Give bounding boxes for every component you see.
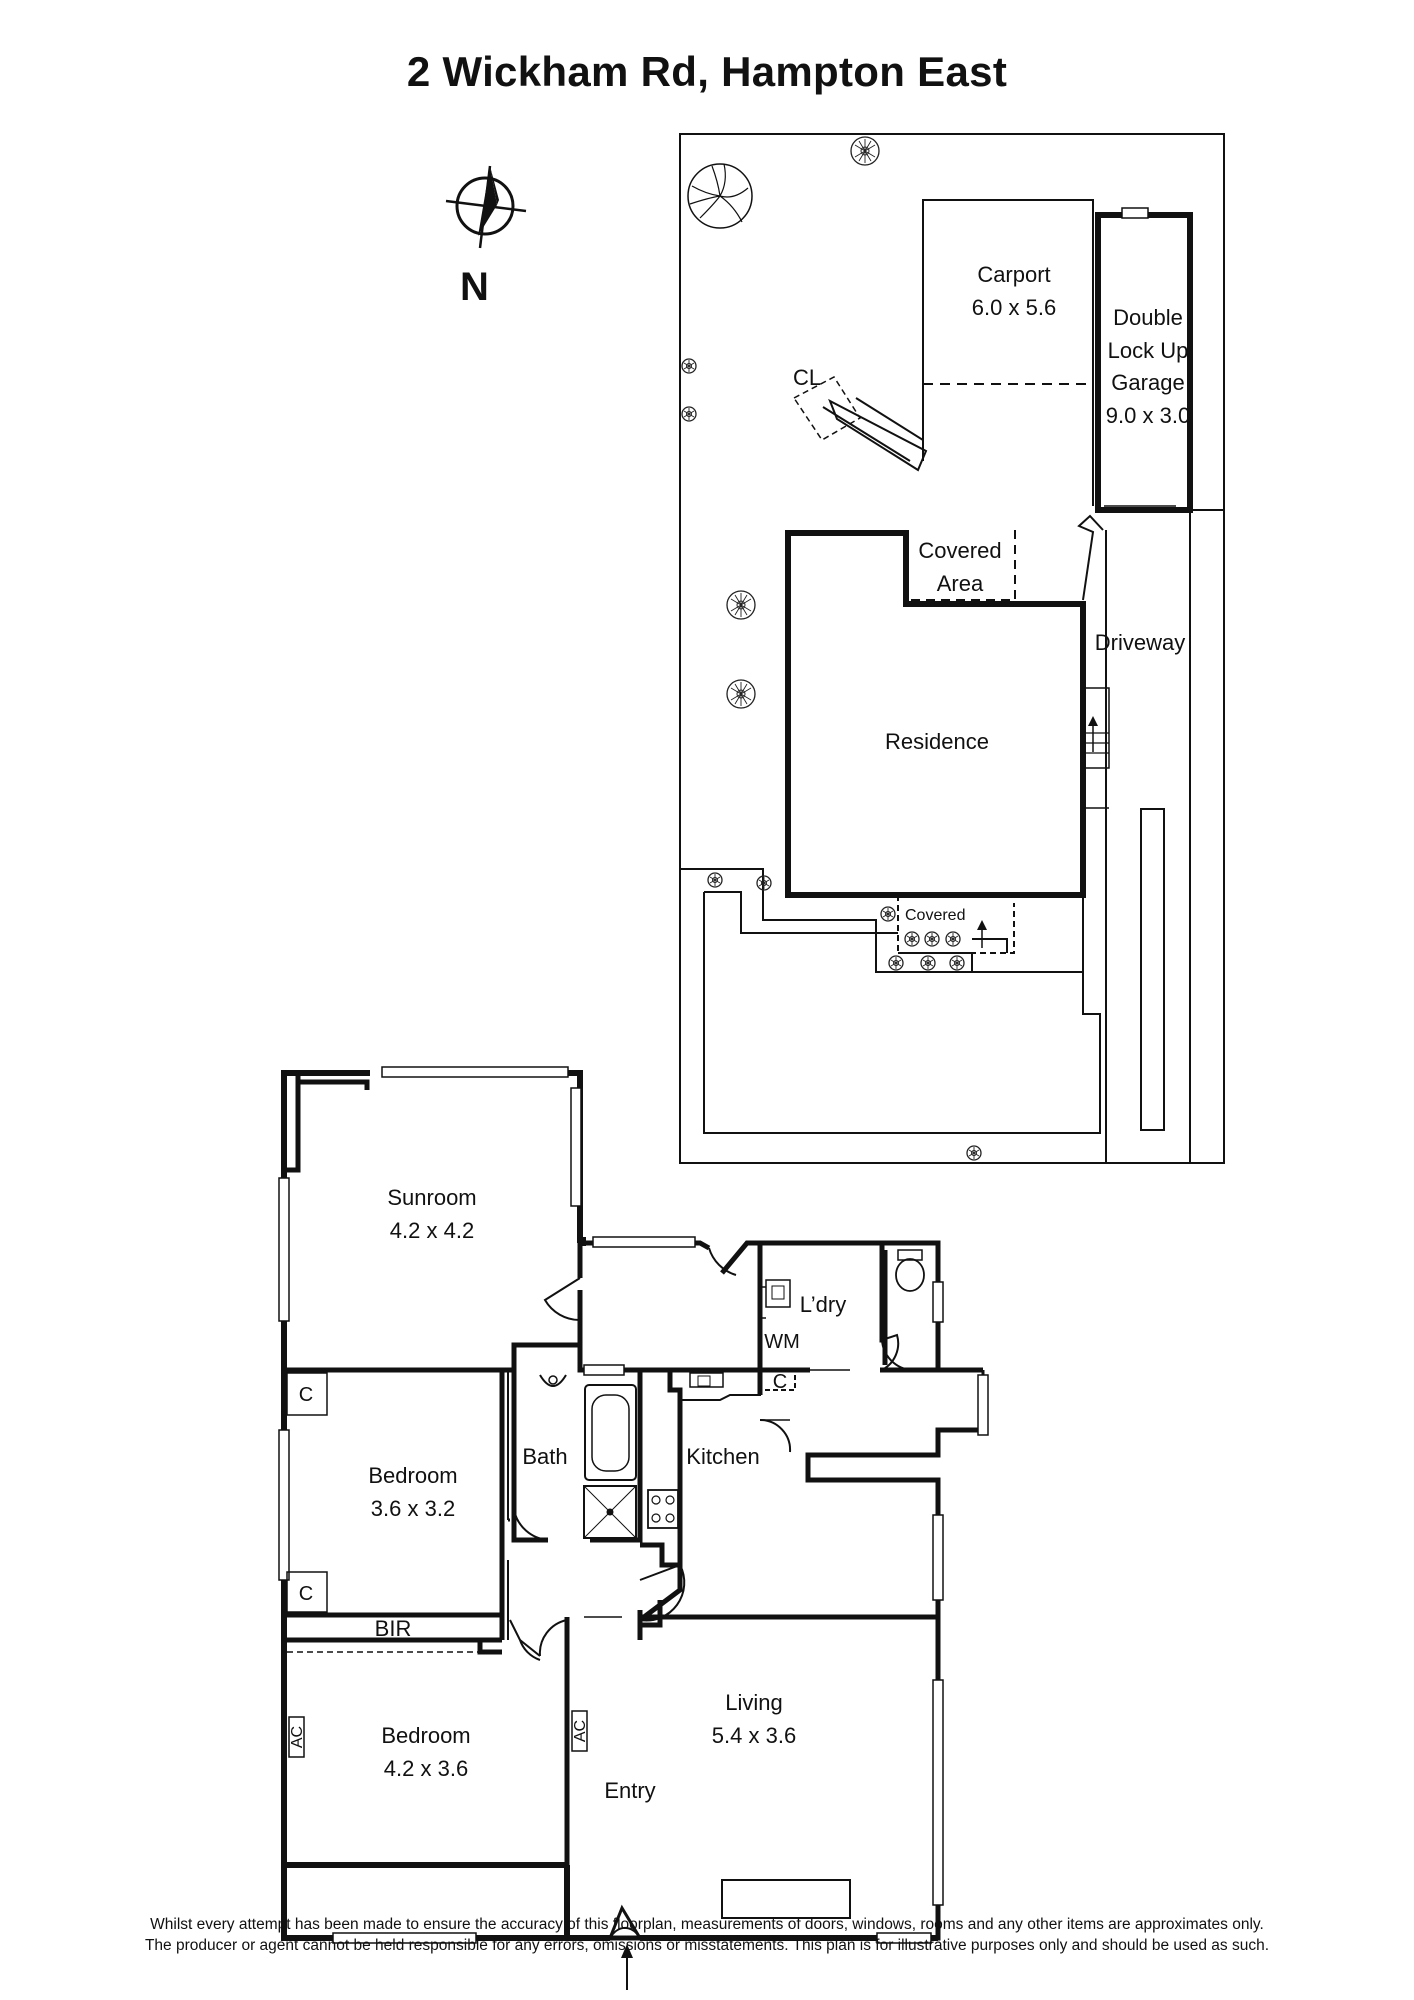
shrub-icon (880, 906, 896, 922)
plan-title: 2 Wickham Rd, Hampton East (406, 48, 1008, 95)
residence-label: Residence (885, 729, 989, 754)
carport-label: Carport (977, 262, 1050, 287)
living-size: 5.4 x 3.6 (712, 1723, 796, 1748)
bedroom2-size: 4.2 x 3.6 (384, 1756, 468, 1781)
kitchen-label: Kitchen (686, 1444, 759, 1469)
cupboard-label: C (299, 1384, 313, 1406)
ac-label: AC (289, 1726, 306, 1748)
shrub-icon (904, 931, 920, 947)
north-arrow-icon (445, 165, 527, 249)
windows (278, 1066, 989, 1944)
shrub-icon (949, 955, 965, 971)
covered-area-label-1: Covered (918, 538, 1001, 563)
site-plan (679, 133, 1225, 1164)
covered-area-label-2: Area (937, 571, 984, 596)
shrub-icon (850, 136, 880, 166)
bedroom2-label: Bedroom (381, 1723, 470, 1748)
disclaimer-line-1: Whilst every attempt has been made to en… (150, 1916, 1264, 1933)
driveway-strip (1140, 808, 1165, 1131)
entry-label: Entry (604, 1778, 655, 1803)
house-floor-plan (281, 1070, 985, 1990)
shrub-icon (756, 875, 772, 891)
disclaimer: Whilst every attempt has been made to en… (0, 1914, 1414, 1956)
shrub-icon (888, 955, 904, 971)
shrub-icon (924, 931, 940, 947)
bir-label: BIR (375, 1616, 412, 1641)
shrub-icon (681, 406, 697, 422)
ac-unit (288, 1716, 305, 1758)
sunroom-label: Sunroom (387, 1185, 476, 1210)
ac-label: AC (572, 1720, 589, 1742)
bedroom1-size: 3.6 x 3.2 (371, 1496, 455, 1521)
disclaimer-line-2: The producer or agent cannot be held res… (144, 1937, 1270, 1954)
sunroom-size: 4.2 x 4.2 (390, 1218, 474, 1243)
bedroom1-label: Bedroom (368, 1463, 457, 1488)
bath-label: Bath (522, 1444, 567, 1469)
tree-icon (687, 163, 753, 229)
clothesline-label: CL (793, 365, 821, 390)
living-label: Living (725, 1690, 782, 1715)
shrub-icon (945, 931, 961, 947)
laundry-label: L’dry (800, 1292, 846, 1317)
residence (785, 530, 1086, 898)
shrub-icon (966, 1145, 982, 1161)
washing-machine-label: WM (764, 1331, 800, 1353)
garage-size: 9.0 x 3.0 (1106, 403, 1190, 428)
shrub-icon (726, 590, 756, 620)
cupboard-label: C (773, 1371, 787, 1393)
garage-label-3: Garage (1111, 370, 1184, 395)
shrub-icon (681, 358, 697, 374)
carport-size: 6.0 x 5.6 (972, 295, 1056, 320)
garage-label-2: Lock Up (1108, 338, 1189, 363)
north-label: N (460, 265, 489, 309)
shrub-icon (707, 872, 723, 888)
garage-label-1: Double (1113, 305, 1183, 330)
covered-label: Covered (905, 907, 965, 924)
ac-unit (571, 1710, 588, 1752)
site-boundary (679, 133, 1225, 1164)
cupboard-label: C (299, 1583, 313, 1605)
shrub-icon (726, 679, 756, 709)
shrub-icon (920, 955, 936, 971)
driveway-label: Driveway (1095, 630, 1185, 655)
